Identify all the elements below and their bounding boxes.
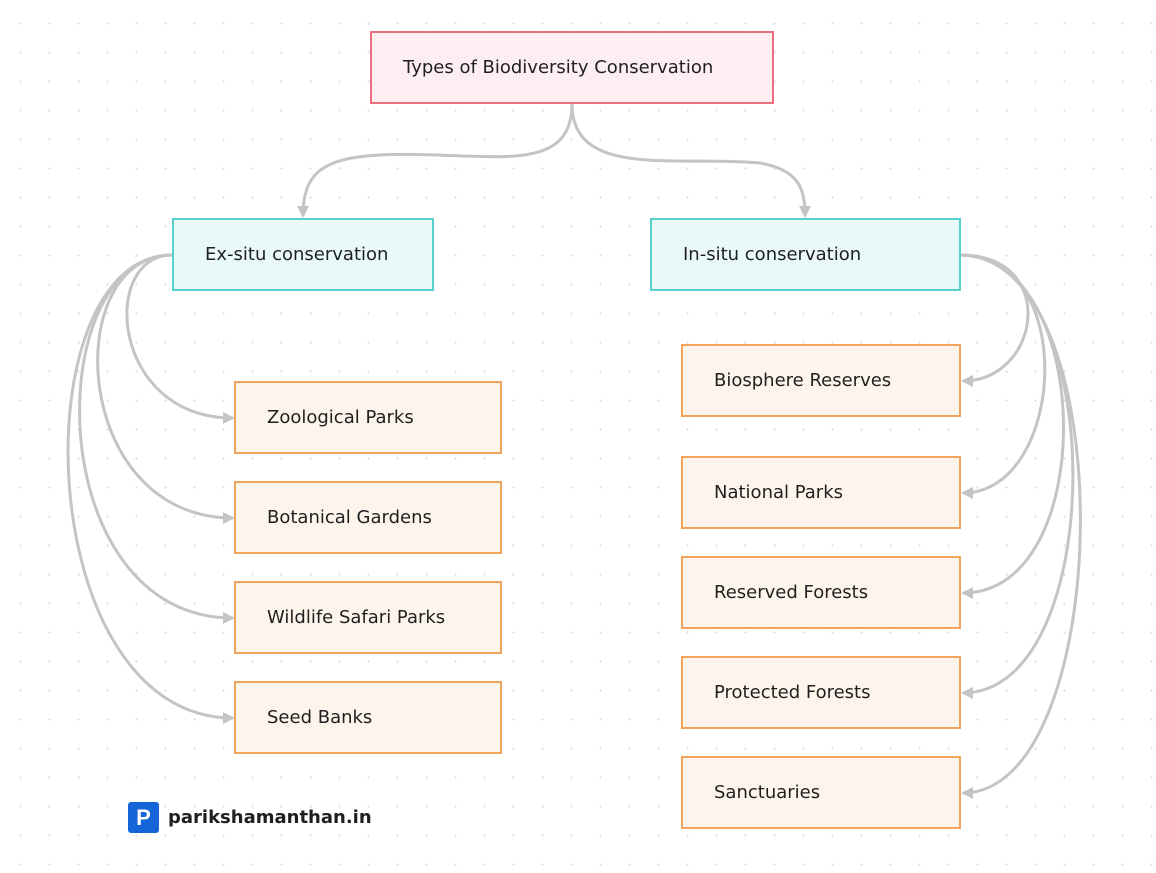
leaf-sanctuaries: Sanctuaries: [681, 756, 961, 829]
leaf-label: Seed Banks: [267, 707, 373, 728]
leaf-label: National Parks: [714, 482, 844, 503]
edge-ex-situ-to-zoological-parks: [125, 253, 235, 424]
leaf-label: Biosphere Reserves: [714, 370, 892, 391]
edge-in-situ-to-sanctuaries: [959, 253, 1082, 799]
edge-ex-situ-to-botanical-gardens: [96, 253, 235, 524]
category-label: Ex-situ conservation: [205, 244, 389, 265]
leaf-label: Wildlife Safari Parks: [267, 607, 446, 628]
edge-root-to-in-situ: [570, 103, 811, 218]
leaf-national-parks: National Parks: [681, 456, 961, 529]
edge-in-situ-to-biosphere-reserves: [959, 253, 1030, 387]
leaf-label: Protected Forests: [714, 682, 871, 703]
edge-ex-situ-to-seed-banks: [66, 253, 235, 724]
edge-ex-situ-to-wildlife-safari-parks: [78, 253, 235, 624]
leaf-wildlife-safari-parks: Wildlife Safari Parks: [234, 581, 502, 654]
category-label: In-situ conservation: [683, 244, 862, 265]
category-ex-situ: Ex-situ conservation: [172, 218, 434, 291]
leaf-protected-forests: Protected Forests: [681, 656, 961, 729]
edge-in-situ-to-national-parks: [959, 253, 1047, 499]
leaf-biosphere-reserves: Biosphere Reserves: [681, 344, 961, 417]
leaf-seed-banks: Seed Banks: [234, 681, 502, 754]
edge-in-situ-to-reserved-forests: [959, 253, 1065, 599]
brand-logo-icon: P: [128, 802, 159, 833]
root-node: Types of Biodiversity Conservation: [370, 31, 774, 104]
brand-watermark: P parikshamanthan.in: [128, 802, 372, 833]
leaf-botanical-gardens: Botanical Gardens: [234, 481, 502, 554]
category-in-situ: In-situ conservation: [650, 218, 961, 291]
brand-text: parikshamanthan.in: [168, 807, 372, 828]
leaf-label: Sanctuaries: [714, 782, 821, 803]
leaf-zoological-parks: Zoological Parks: [234, 381, 502, 454]
root-node-label: Types of Biodiversity Conservation: [403, 57, 714, 78]
leaf-label: Botanical Gardens: [267, 507, 432, 528]
leaf-label: Zoological Parks: [267, 407, 414, 428]
edge-in-situ-to-protected-forests: [959, 253, 1075, 699]
leaf-label: Reserved Forests: [714, 582, 869, 603]
leaf-reserved-forests: Reserved Forests: [681, 556, 961, 629]
edge-root-to-ex-situ: [297, 103, 574, 218]
